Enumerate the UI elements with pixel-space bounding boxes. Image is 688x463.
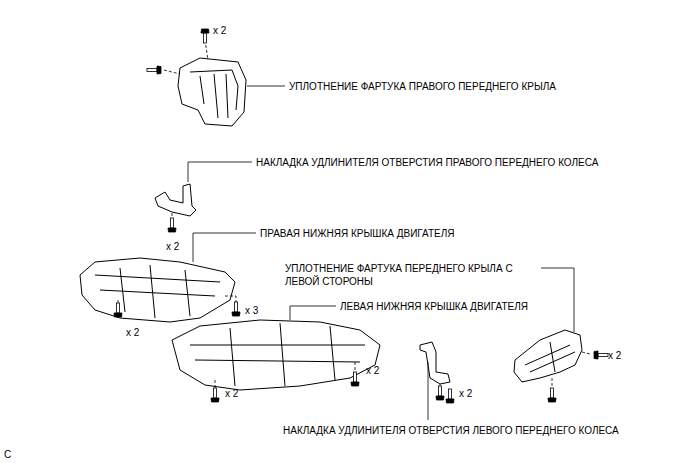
part-name: ПРАВАЯ НИЖНЯЯ КРЫШКА ДВИГАТЕЛЯ [260, 227, 455, 240]
screw-symbol [114, 303, 122, 317]
screw-symbol [232, 302, 240, 316]
right-wheel-bracket [155, 184, 196, 216]
leader-lines [188, 86, 574, 420]
guide-line [118, 300, 119, 303]
part-name: УПЛОТНЕНИЕ ФАРТУКА ПРАВОГО ПЕРЕДНЕГО КРЫ… [289, 80, 556, 93]
left-engine-cover [172, 320, 380, 390]
screw-symbol [548, 388, 556, 402]
left-wheel-bracket [420, 342, 450, 384]
guide-line [225, 296, 236, 302]
guide-line [215, 378, 216, 388]
part-name: УПЛОТНЕНИЕ ФАРТУКА ПЕРЕДНЕГО КРЫЛА С ЛЕВ… [285, 262, 537, 288]
parts [80, 58, 582, 390]
right-engine-cover [80, 258, 235, 322]
multiplier: x 2 [166, 240, 179, 253]
guide-line [582, 352, 590, 354]
screw-symbol [436, 386, 444, 400]
multiplier: x 3 [245, 304, 258, 317]
multiplier: x 2 [608, 349, 621, 362]
right-fender-seal [178, 58, 246, 126]
leader-line [247, 86, 285, 87]
screw-symbol [594, 351, 608, 359]
multiplier: x 2 [225, 387, 238, 400]
leader-line [193, 233, 256, 262]
guide-line [172, 213, 173, 218]
seal-detail [525, 342, 575, 372]
cover-detail [95, 265, 220, 318]
part-name: ЛЕВАЯ НИЖНЯЯ КРЫШКА ДВИГАТЕЛЯ [340, 300, 528, 313]
guide-line [164, 70, 180, 74]
leader-line [188, 162, 252, 182]
screw-symbol [147, 66, 161, 74]
dashed-guides [118, 40, 590, 388]
leader-line [541, 268, 574, 332]
multiplier: x 2 [459, 387, 472, 400]
part-name: НАКЛАДКА УДЛИНИТЕЛЯ ОТВЕРСТИЯ ЛЕВОГО ПЕР… [283, 424, 619, 437]
guide-line [355, 362, 356, 372]
screw-symbol [351, 372, 359, 386]
multiplier: x 2 [126, 326, 139, 339]
figure-code: C [4, 448, 11, 461]
multiplier: x 2 [366, 364, 379, 377]
left-fender-seal [514, 330, 582, 382]
multiplier: x 2 [213, 24, 226, 37]
screw-symbol [201, 29, 209, 43]
screw-symbol [446, 389, 454, 403]
guide-line [552, 378, 553, 388]
part-name: НАКЛАДКА УДЛИНИТЕЛЯ ОТВЕРСТИЯ ПРАВОГО ПЕ… [256, 156, 598, 169]
cover-detail [190, 323, 365, 386]
screw-symbol [211, 388, 219, 402]
leader-line [428, 362, 429, 420]
screw-symbol [168, 218, 176, 232]
leader-line [290, 306, 336, 320]
screws [114, 29, 608, 403]
seal-detail [190, 70, 238, 118]
